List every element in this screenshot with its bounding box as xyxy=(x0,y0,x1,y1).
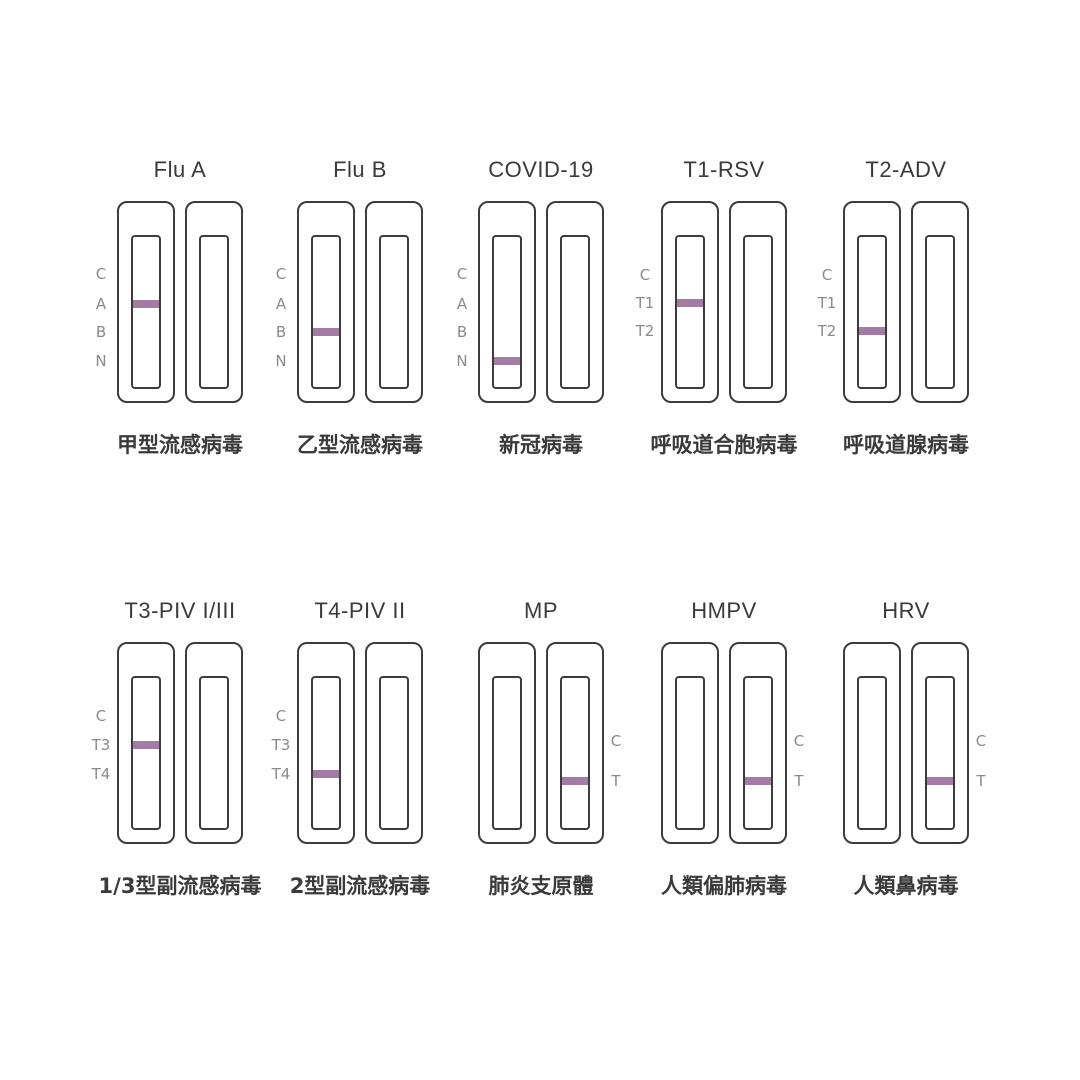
result-window xyxy=(379,676,409,830)
line-marker: B xyxy=(95,323,107,341)
test-cassette xyxy=(843,201,901,403)
test-title: T4-PIV II xyxy=(314,598,406,623)
test-label: 呼吸道腺病毒 xyxy=(843,433,969,457)
line-marker: A xyxy=(456,295,468,313)
line-marker: C xyxy=(95,265,107,283)
test-title: COVID-19 xyxy=(488,157,594,182)
line-marker: C xyxy=(95,707,107,725)
line-marker: N xyxy=(95,352,107,370)
positive-line xyxy=(927,777,953,785)
test-label: 新冠病毒 xyxy=(499,433,583,457)
result-window xyxy=(199,676,229,830)
positive-line xyxy=(313,328,339,336)
result-window xyxy=(675,235,705,389)
test-label: 1/3型副流感病毒 xyxy=(98,874,262,898)
line-marker: C xyxy=(639,266,651,284)
line-marker: N xyxy=(456,352,468,370)
line-marker: T4 xyxy=(91,765,111,783)
test-title: T1-RSV xyxy=(683,157,765,182)
result-window xyxy=(743,235,773,389)
test-cassette xyxy=(729,642,787,844)
test-cassette xyxy=(365,201,423,403)
test-label: 乙型流感病毒 xyxy=(297,433,423,457)
test-cassette xyxy=(911,642,969,844)
line-marker: T4 xyxy=(271,765,291,783)
test-title: MP xyxy=(524,598,558,623)
result-window xyxy=(492,235,522,389)
result-window xyxy=(492,676,522,830)
result-window xyxy=(199,235,229,389)
line-marker: T2 xyxy=(635,322,655,340)
result-window xyxy=(743,676,773,830)
test-cassette xyxy=(478,642,536,844)
test-cassette xyxy=(297,201,355,403)
test-cassette xyxy=(365,642,423,844)
line-marker: C xyxy=(275,707,287,725)
result-window xyxy=(311,235,341,389)
test-cassette xyxy=(661,642,719,844)
test-label: 肺炎支原體 xyxy=(488,874,594,898)
line-marker: T xyxy=(976,772,986,790)
positive-line xyxy=(133,300,159,308)
result-window xyxy=(379,235,409,389)
positive-line xyxy=(677,299,703,307)
line-marker: C xyxy=(975,732,987,750)
test-label: 人類鼻病毒 xyxy=(853,874,959,898)
positive-line xyxy=(745,777,771,785)
result-window xyxy=(311,676,341,830)
line-marker: T3 xyxy=(91,736,111,754)
result-window xyxy=(925,676,955,830)
test-label: 甲型流感病毒 xyxy=(117,433,243,457)
line-marker: T1 xyxy=(635,294,655,312)
result-window xyxy=(131,235,161,389)
test-cassette xyxy=(297,642,355,844)
result-window xyxy=(925,235,955,389)
line-marker: C xyxy=(275,265,287,283)
line-marker: T xyxy=(611,772,621,790)
line-marker: A xyxy=(95,295,107,313)
result-window xyxy=(560,235,590,389)
line-marker: T3 xyxy=(271,736,291,754)
result-window xyxy=(857,676,887,830)
line-marker: C xyxy=(793,732,805,750)
result-window xyxy=(857,235,887,389)
test-cassette xyxy=(185,642,243,844)
line-marker: T1 xyxy=(817,294,837,312)
test-cassette xyxy=(911,201,969,403)
line-marker: C xyxy=(456,265,468,283)
line-marker: B xyxy=(456,323,468,341)
result-window xyxy=(560,676,590,830)
test-cassette xyxy=(478,201,536,403)
test-cassette xyxy=(729,201,787,403)
test-title: Flu A xyxy=(153,157,207,182)
line-marker: A xyxy=(275,295,287,313)
line-marker: C xyxy=(610,732,622,750)
positive-line xyxy=(494,357,520,365)
test-title: T2-ADV xyxy=(865,157,947,182)
test-title: HMPV xyxy=(691,598,757,623)
positive-line xyxy=(313,770,339,778)
test-title: HRV xyxy=(882,598,930,623)
line-marker: N xyxy=(275,352,287,370)
line-marker: T2 xyxy=(817,322,837,340)
test-cassette xyxy=(185,201,243,403)
test-label: 2型副流感病毒 xyxy=(289,874,431,898)
line-marker: C xyxy=(821,266,833,284)
test-cassette xyxy=(546,201,604,403)
result-window xyxy=(131,676,161,830)
positive-line xyxy=(859,327,885,335)
line-marker: B xyxy=(275,323,287,341)
test-title: Flu B xyxy=(333,157,387,182)
test-cassette xyxy=(546,642,604,844)
positive-line xyxy=(562,777,588,785)
result-window xyxy=(675,676,705,830)
line-marker: T xyxy=(794,772,804,790)
test-label: 呼吸道合胞病毒 xyxy=(650,433,798,457)
test-title: T3-PIV I/III xyxy=(124,598,236,623)
test-label: 人類偏肺病毒 xyxy=(661,874,787,898)
positive-line xyxy=(133,741,159,749)
test-cassette xyxy=(843,642,901,844)
